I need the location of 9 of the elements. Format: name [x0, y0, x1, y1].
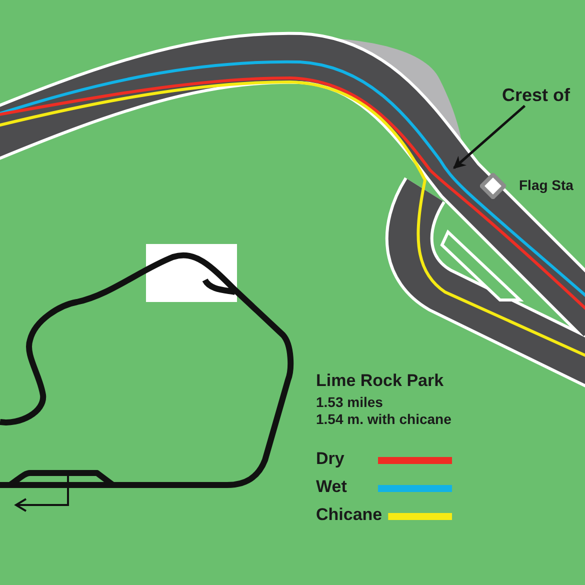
track-title: Lime Rock Park: [316, 372, 444, 391]
callout-label: Crest of: [502, 86, 570, 106]
track-length-text: 1.54 m. with chicane: [316, 412, 452, 428]
legend-label: Wet: [316, 478, 347, 497]
callout-label: Flag Sta: [519, 178, 574, 194]
track-length-text: 1.53 miles: [316, 395, 383, 410]
legend-label: Dry: [316, 450, 344, 469]
legend-label: Chicane: [316, 506, 382, 525]
leader-line: [453, 104, 526, 169]
